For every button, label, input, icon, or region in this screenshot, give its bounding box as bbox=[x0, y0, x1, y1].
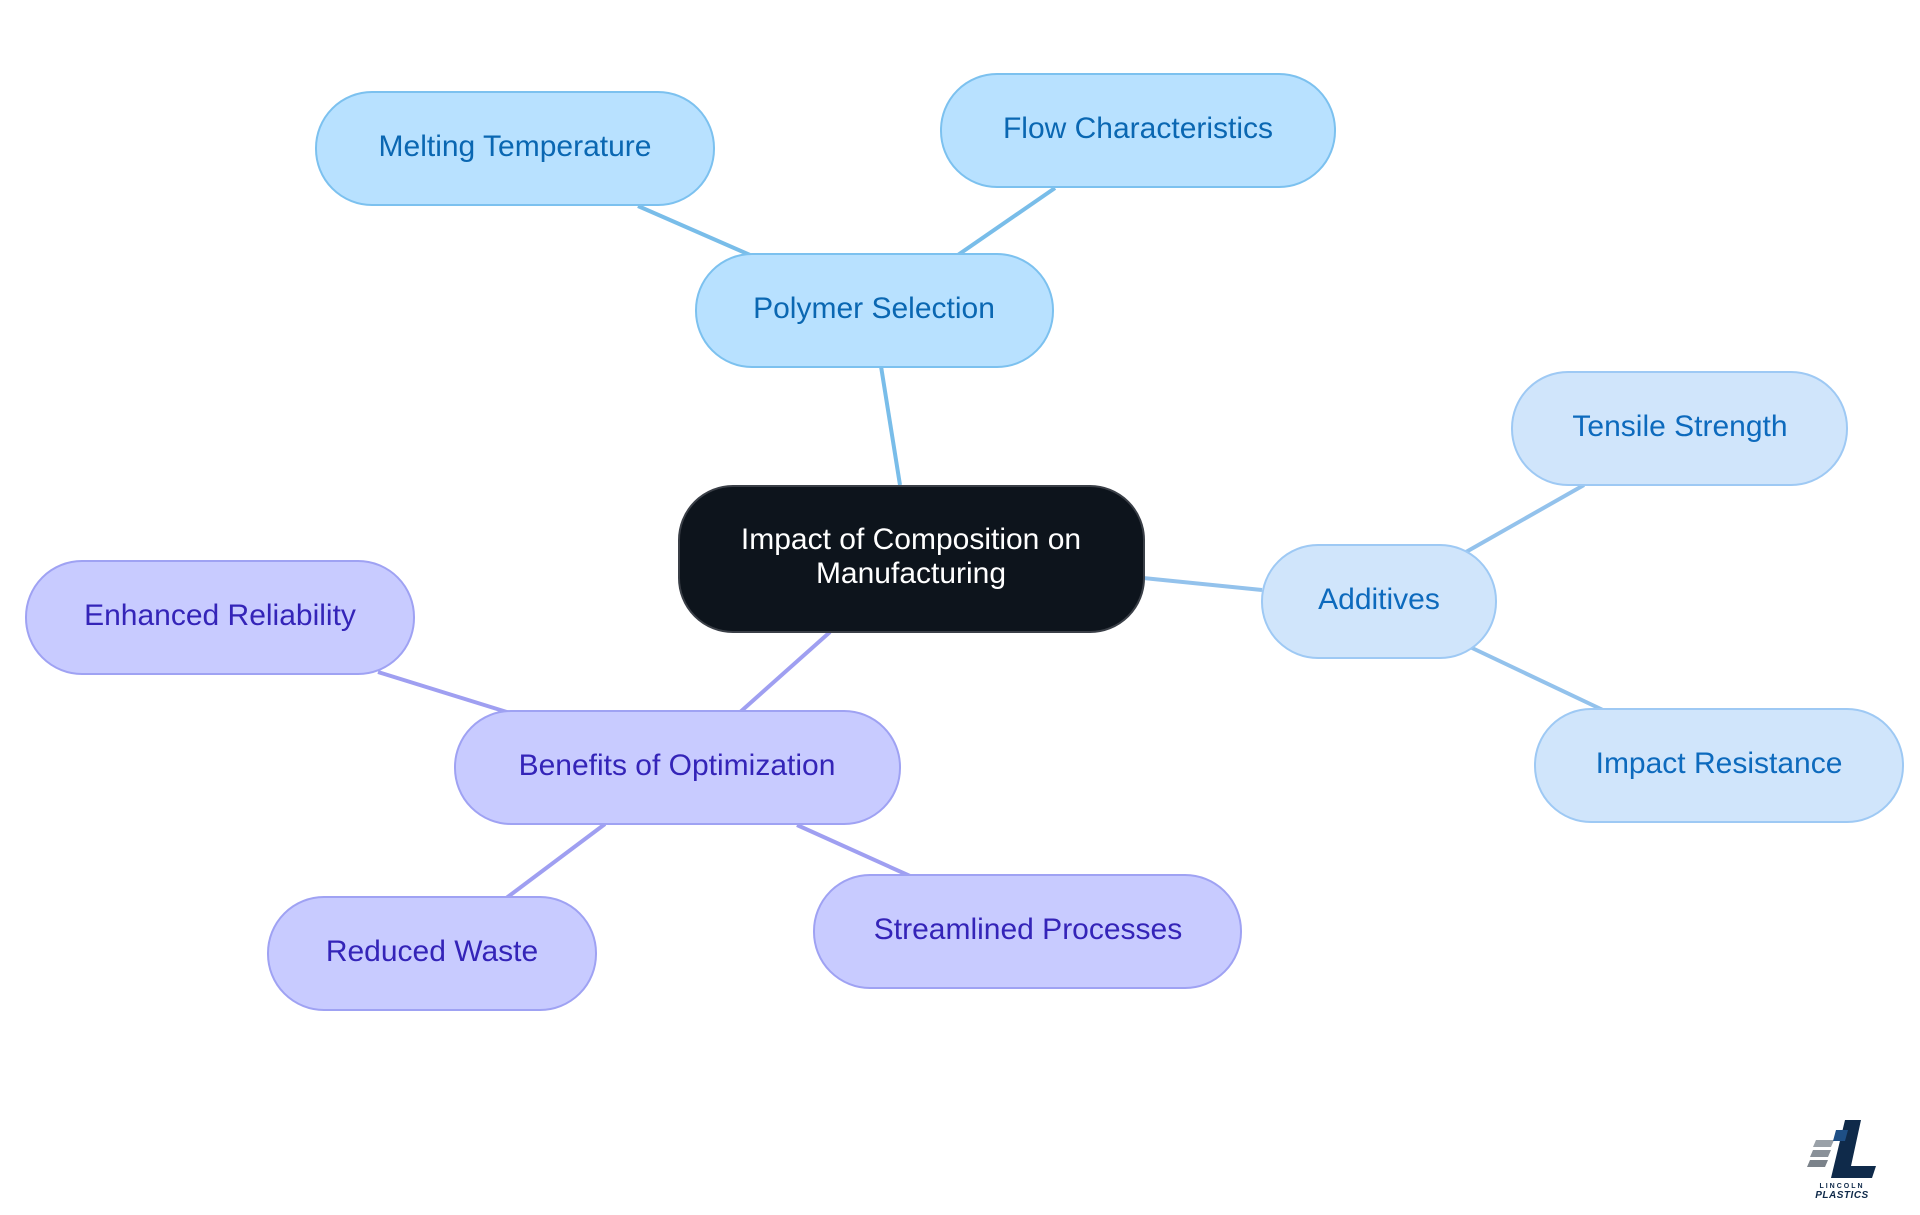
polymer-selection-label: Polymer Selection bbox=[753, 292, 995, 325]
logo-gray-bar-bottom bbox=[1807, 1160, 1828, 1167]
melting-temperature-label: Melting Temperature bbox=[379, 130, 652, 163]
connector-benefits-streamlined-processes bbox=[796, 823, 911, 878]
connector-additives-tensile-strength bbox=[1465, 483, 1585, 554]
streamlined-processes-label: Streamlined Processes bbox=[874, 913, 1182, 946]
logo-blue-accent bbox=[1833, 1130, 1848, 1141]
connector-root-polymer-selection bbox=[878, 359, 902, 486]
logo-blue-l-shape bbox=[1831, 1120, 1876, 1178]
additives-box bbox=[1261, 544, 1497, 659]
connector-root-additives bbox=[1142, 576, 1263, 592]
logo-bottom-text: PLASTICS bbox=[1815, 1190, 1869, 1201]
polymer-selection-box bbox=[695, 253, 1054, 368]
flow-characteristics-label: Flow Characteristics bbox=[1003, 112, 1273, 145]
reduced-waste-box bbox=[267, 896, 597, 1011]
polymer-selection-node: Polymer Selection bbox=[695, 253, 1054, 368]
additives-label: Additives bbox=[1318, 583, 1440, 616]
enhanced-reliability-node: Enhanced Reliability bbox=[25, 560, 415, 675]
lincoln-plastics-logo-mark bbox=[1807, 1120, 1876, 1178]
benefits-branch: Benefits of Optimization Enhanced Reliab… bbox=[25, 560, 1242, 1011]
tensile-strength-box bbox=[1511, 371, 1848, 486]
connector-additives-impact-resistance bbox=[1469, 645, 1606, 713]
connector-polymer-flow-characteristics bbox=[953, 186, 1057, 259]
connectors bbox=[377, 186, 1606, 901]
connector-benefits-enhanced-reliability bbox=[377, 670, 511, 715]
streamlined-processes-box bbox=[813, 874, 1242, 989]
impact-resistance-node: Impact Resistance bbox=[1534, 708, 1904, 823]
root-node: Impact of Composition on Manufacturing bbox=[678, 485, 1145, 633]
tensile-strength-label: Tensile Strength bbox=[1572, 410, 1787, 443]
flow-characteristics-box bbox=[940, 73, 1336, 188]
enhanced-reliability-box bbox=[25, 560, 415, 675]
logo-gray-bar-middle bbox=[1810, 1150, 1831, 1157]
benefits-of-optimization-label: Benefits of Optimization bbox=[519, 749, 836, 782]
polymer-selection-branch: Polymer Selection Melting Temperature Fl… bbox=[315, 73, 1336, 368]
logo-top-text: LINCOLN bbox=[1819, 1183, 1865, 1190]
reduced-waste-node: Reduced Waste bbox=[267, 896, 597, 1011]
root-node-label-line-2: Manufacturing bbox=[816, 557, 1006, 590]
connector-root-benefits bbox=[736, 630, 832, 716]
logo-gray-bar-top bbox=[1813, 1140, 1834, 1147]
flow-characteristics-node: Flow Characteristics bbox=[940, 73, 1336, 188]
root-node-label-line-1: Impact of Composition on bbox=[741, 523, 1081, 556]
tensile-strength-node: Tensile Strength bbox=[1511, 371, 1848, 486]
impact-resistance-box bbox=[1534, 708, 1904, 823]
benefits-of-optimization-box bbox=[454, 710, 901, 825]
reduced-waste-label: Reduced Waste bbox=[326, 935, 538, 968]
impact-resistance-label: Impact Resistance bbox=[1596, 747, 1843, 780]
streamlined-processes-node: Streamlined Processes bbox=[813, 874, 1242, 989]
lincoln-plastics-logo: LINCOLN PLASTICS bbox=[1800, 1120, 1884, 1201]
enhanced-reliability-label: Enhanced Reliability bbox=[84, 599, 356, 632]
additives-node: Additives bbox=[1261, 544, 1497, 659]
benefits-of-optimization-node: Benefits of Optimization bbox=[454, 710, 901, 825]
root-node-box bbox=[678, 485, 1145, 633]
connector-benefits-reduced-waste bbox=[503, 822, 607, 901]
melting-temperature-box bbox=[315, 91, 715, 206]
additives-branch: Additives Tensile Strength Impact Resist… bbox=[1261, 371, 1904, 823]
connector-polymer-melting-temperature bbox=[637, 204, 751, 257]
melting-temperature-node: Melting Temperature bbox=[315, 91, 715, 206]
